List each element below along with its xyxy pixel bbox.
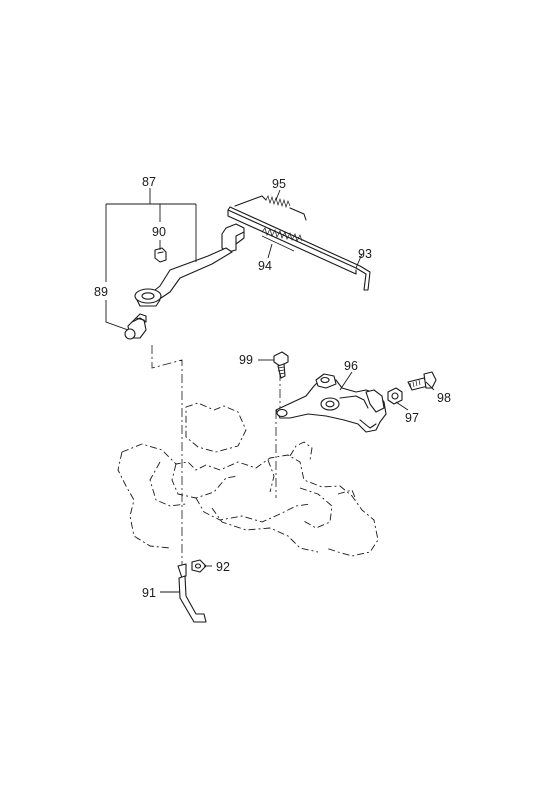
callout-87: 87 xyxy=(142,175,156,189)
callout-98: 98 xyxy=(437,391,451,405)
throttle-bracket xyxy=(275,373,387,433)
callout-90: 90 xyxy=(152,225,166,239)
link-rod xyxy=(227,206,371,291)
callout-97: 97 xyxy=(405,411,419,425)
callout-99: 99 xyxy=(239,353,253,367)
bolt xyxy=(407,371,437,391)
small-clip xyxy=(191,559,207,573)
screw xyxy=(273,351,289,379)
alignment-guides xyxy=(151,345,281,565)
lever-bracket xyxy=(134,223,245,307)
engine-block-outline xyxy=(117,402,379,557)
callout-91: 91 xyxy=(142,586,156,600)
spring-on-rod xyxy=(261,227,303,252)
clip xyxy=(154,247,167,263)
callout-93: 93 xyxy=(358,247,372,261)
callout-labels: 87 90 89 95 93 94 96 99 97 98 92 91 xyxy=(94,175,451,600)
callout-92: 92 xyxy=(216,560,230,574)
callout-89: 89 xyxy=(94,285,108,299)
choke-rod xyxy=(177,563,207,623)
pin xyxy=(124,313,147,340)
callout-94: 94 xyxy=(258,259,272,273)
nut xyxy=(387,387,403,405)
callout-96: 96 xyxy=(344,359,358,373)
callout-95: 95 xyxy=(272,177,286,191)
leader-lines xyxy=(105,188,435,593)
return-spring xyxy=(234,195,307,221)
